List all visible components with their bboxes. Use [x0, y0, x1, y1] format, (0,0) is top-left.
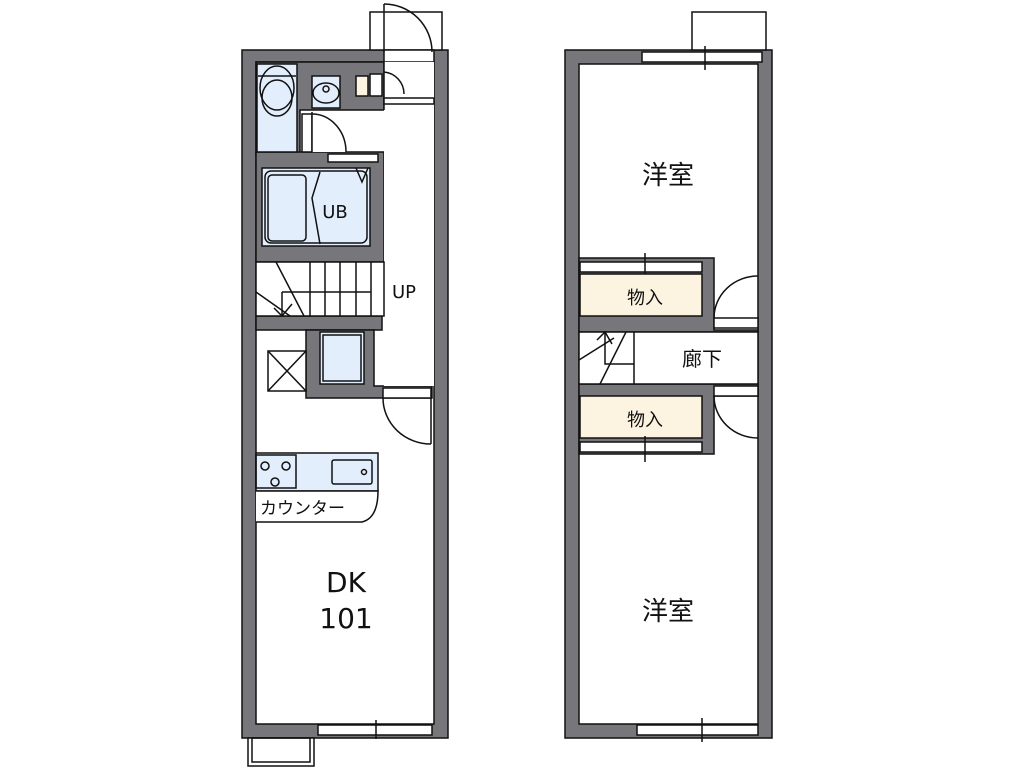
north-door-swing [713, 275, 759, 319]
entry-door-swing [383, 3, 433, 53]
entry-porch [369, 11, 443, 51]
closet-south [579, 395, 703, 439]
interior-door-swing [382, 397, 432, 445]
hallway [578, 331, 759, 385]
hallway-label: 廊下 [682, 347, 722, 371]
room-south-label: 洋室 [642, 597, 694, 627]
floor1-bottom-window [317, 724, 433, 736]
closet-north-label: 物入 [627, 288, 663, 309]
floor2-top-window [641, 51, 763, 63]
unit-bath [261, 167, 371, 247]
closet-north [579, 273, 703, 317]
bath-label: UB [322, 202, 348, 223]
room-dk-label: DK [326, 566, 367, 599]
stairs-up-label: UP [392, 282, 416, 303]
floor2-bottom-window [636, 724, 759, 736]
stair-wall [255, 315, 383, 331]
shoe-box [355, 75, 369, 97]
counter-label: カウンター [260, 499, 345, 519]
closet-south-label: 物入 [627, 410, 663, 431]
counter-shape [256, 490, 379, 523]
floor-1: UB UP [241, 3, 449, 767]
room-north-label: 洋室 [642, 161, 694, 191]
washing-machine-pan [319, 331, 365, 385]
toilet-fixture [256, 63, 298, 153]
floor2-balcony [691, 11, 767, 51]
room-number-label: 101 [319, 602, 372, 635]
south-door-swing [713, 395, 759, 439]
floor-2: 洋室 物入 廊下 物入 洋室 [564, 11, 773, 742]
staircase [255, 261, 385, 318]
